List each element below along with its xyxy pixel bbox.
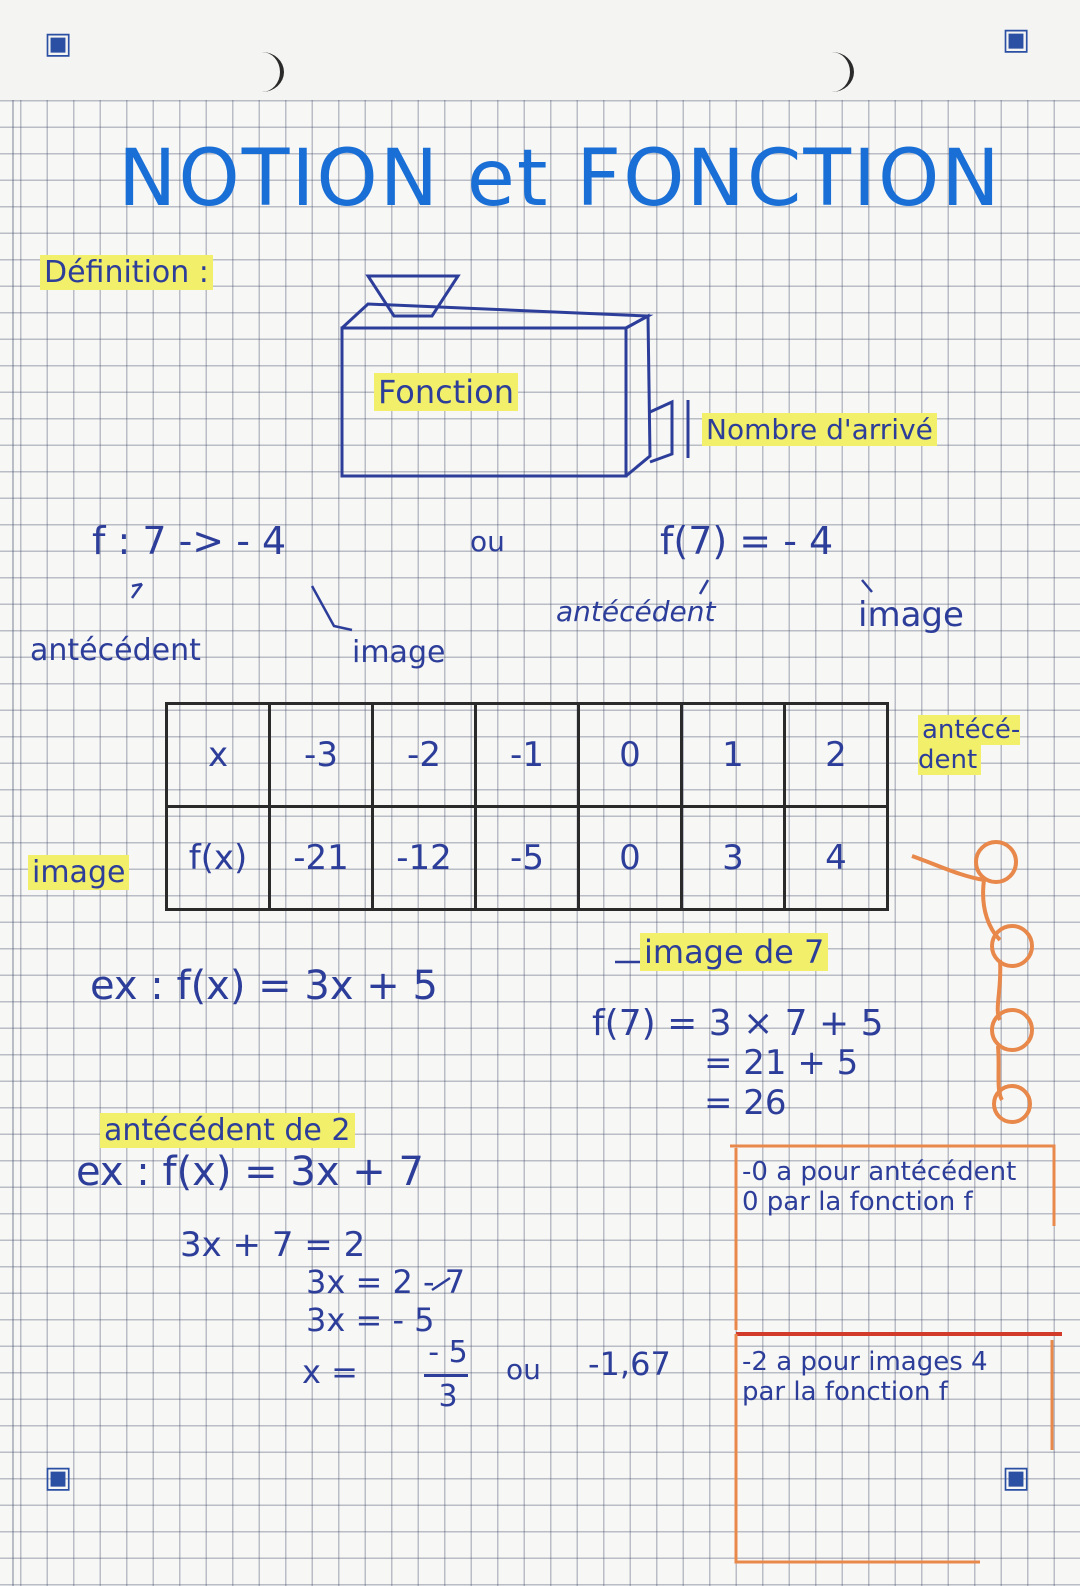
table-row-fx: f(x) -21 -12 -5 0 3 4 bbox=[165, 805, 889, 911]
value-table: x -3 -2 -1 0 1 2 f(x) -21 -12 -5 0 3 4 bbox=[165, 702, 889, 911]
antecedent-label-right: antécédent bbox=[556, 595, 716, 628]
mapping-notation: f : 7 -> - 4 bbox=[92, 519, 287, 563]
funnel-shape bbox=[365, 274, 461, 318]
table-header-x: x bbox=[165, 702, 271, 808]
example1-line2: = 21 + 5 bbox=[704, 1043, 859, 1083]
or-word: ou bbox=[470, 525, 505, 558]
punch-hole-right bbox=[810, 52, 854, 92]
antecedent-label-left: antécédent bbox=[30, 633, 201, 668]
example2-decimal: -1,67 bbox=[588, 1345, 671, 1383]
table-cell: 0 bbox=[577, 702, 683, 808]
note-box-1 bbox=[730, 1144, 1056, 1226]
note-box-2 bbox=[734, 1334, 980, 1564]
corner-bottom-right-icon: ▣ bbox=[1001, 1460, 1031, 1495]
row1-side-label: antécé-dent bbox=[918, 715, 1036, 776]
machine-label-text: Fonction bbox=[374, 373, 519, 411]
example1-line1: f(7) = 3 × 7 + 5 bbox=[592, 1003, 884, 1044]
table-cell: 1 bbox=[680, 702, 786, 808]
row2-side-label: image bbox=[28, 855, 130, 890]
table-cell: -12 bbox=[371, 805, 477, 911]
corner-top-right-icon: ▣ bbox=[1001, 22, 1031, 57]
output-label-text: Nombre d'arrivé bbox=[702, 413, 937, 446]
example2-formula: ex : f(x) = 3x + 7 bbox=[76, 1149, 424, 1195]
table-cell: 3 bbox=[680, 805, 786, 911]
table-row-x: x -3 -2 -1 0 1 2 bbox=[165, 702, 889, 808]
table-cell: -2 bbox=[371, 702, 477, 808]
corner-bottom-left-icon: ▣ bbox=[43, 1460, 73, 1495]
orange-loops-decoration bbox=[911, 840, 1034, 1124]
example2-line4-lhs: x = bbox=[302, 1353, 358, 1391]
example2-heading: antécédent de 2 bbox=[100, 1113, 355, 1148]
note-2: -2 a pour images 4 par la fonction f bbox=[742, 1347, 988, 1407]
page-title: NOTION et FONCTION bbox=[118, 134, 1002, 224]
table-header-fx: f(x) bbox=[165, 805, 271, 911]
table-cell: -3 bbox=[268, 702, 374, 808]
example2-or-word: ou bbox=[506, 1353, 541, 1386]
table-cell: 2 bbox=[783, 702, 889, 808]
example2-fraction-numerator: - 5 bbox=[428, 1335, 468, 1370]
example1-heading: image de 7 bbox=[640, 933, 829, 971]
corner-top-left-icon: ▣ bbox=[43, 26, 73, 61]
machine-box-side bbox=[625, 313, 652, 478]
example1-formula: ex : f(x) = 3x + 5 bbox=[90, 963, 438, 1009]
example2-fraction-denominator: 3 bbox=[438, 1379, 458, 1414]
example1-line3: = 26 bbox=[704, 1083, 787, 1123]
example2-line1: 3x + 7 = 2 bbox=[180, 1225, 366, 1265]
table-cell: -5 bbox=[474, 805, 580, 911]
margin-line bbox=[12, 100, 14, 1586]
punch-hole-left bbox=[240, 52, 284, 92]
definition-label: Définition : bbox=[40, 255, 213, 290]
example2-line2: 3x = 2 - 7 bbox=[306, 1263, 466, 1301]
row1-side-label-text: antécé-dent bbox=[918, 715, 1021, 775]
example2-heading-text: antécédent de 2 bbox=[100, 1113, 355, 1148]
machine-box-front bbox=[340, 326, 628, 478]
table-cell: 0 bbox=[577, 805, 683, 911]
table-cell: -1 bbox=[474, 702, 580, 808]
definition-text: Définition : bbox=[40, 255, 213, 290]
image-label-left: image bbox=[352, 635, 446, 670]
note-1: -0 a pour antécédent 0 par la fonction f bbox=[742, 1157, 1017, 1217]
function-notation: f(7) = - 4 bbox=[660, 519, 834, 563]
output-slot bbox=[649, 399, 674, 464]
example2-line3: 3x = - 5 bbox=[306, 1301, 435, 1339]
fraction-bar bbox=[424, 1374, 468, 1377]
page-top-strip bbox=[0, 0, 1080, 100]
machine-label: Fonction bbox=[374, 373, 519, 411]
image-label-right: image bbox=[858, 595, 964, 635]
table-cell: 4 bbox=[783, 805, 889, 911]
table-cell: -21 bbox=[268, 805, 374, 911]
output-label: Nombre d'arrivé bbox=[702, 413, 937, 446]
row2-side-label-text: image bbox=[28, 855, 130, 890]
example1-heading-text: image de 7 bbox=[640, 933, 829, 971]
